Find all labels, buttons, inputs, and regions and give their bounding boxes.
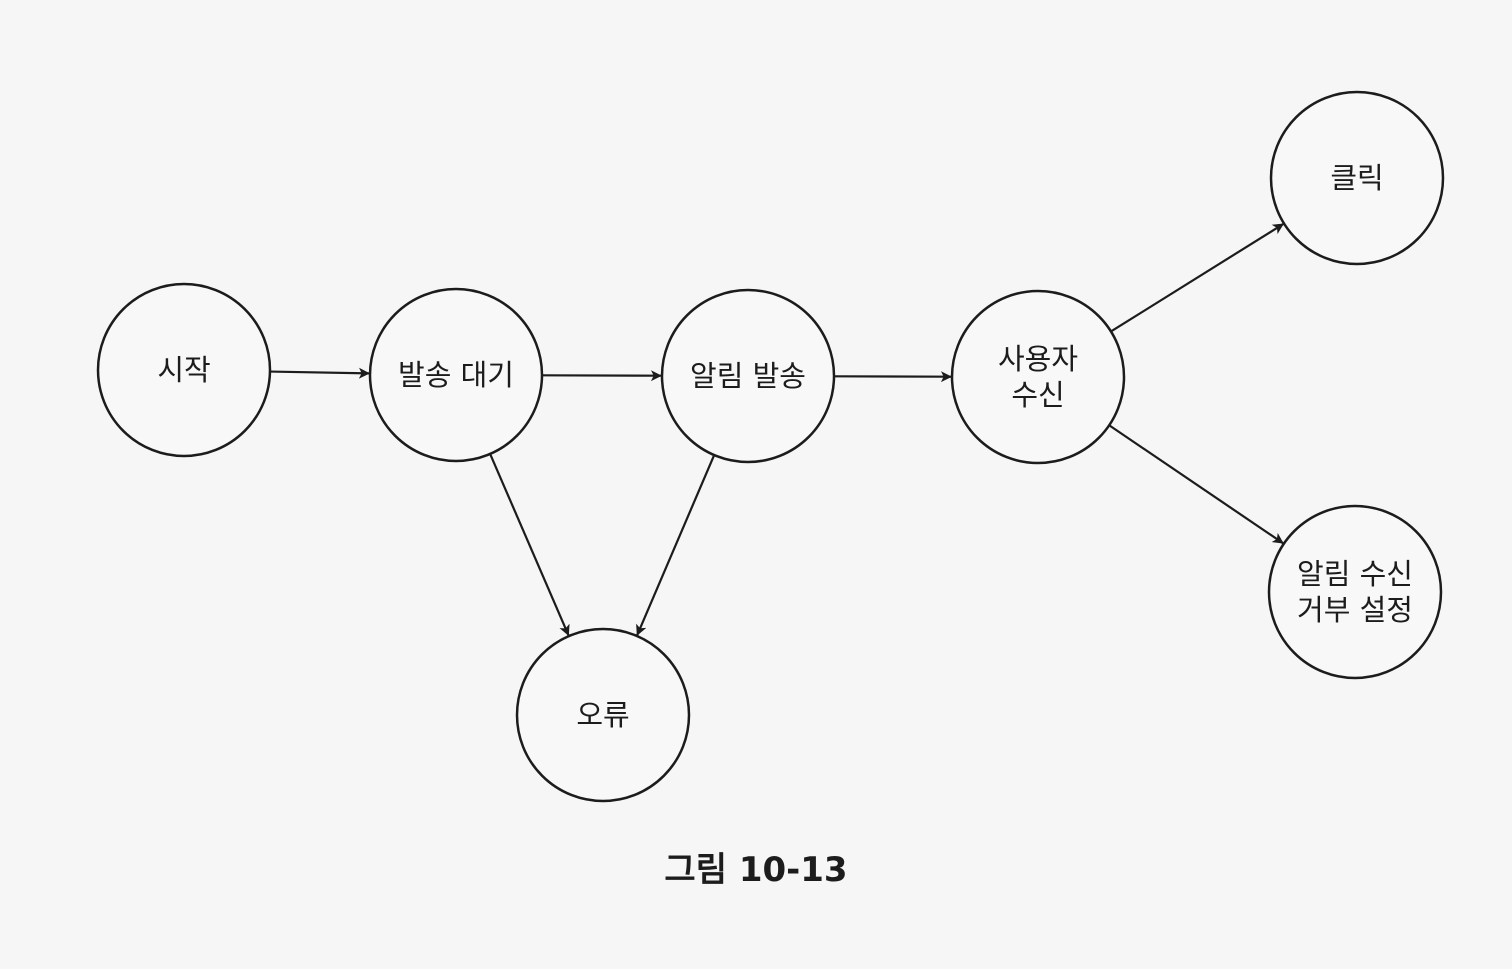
node-label-received: 수신 xyxy=(1011,378,1064,412)
edge-received-to-click xyxy=(1110,223,1284,333)
node-circle-sent xyxy=(660,288,836,464)
node-click: 클릭 xyxy=(1269,90,1445,266)
node-label-optout: 거부 설정 xyxy=(1297,593,1413,627)
node-label-start: 시작 xyxy=(157,353,210,387)
node-pending: 발송 대기 xyxy=(368,287,544,463)
edge-sent-to-error xyxy=(636,454,716,636)
edges xyxy=(269,223,1284,636)
node-label-error: 오류 xyxy=(576,698,629,732)
node-circle-pending xyxy=(368,287,544,463)
node-label-sent: 알림 발송 xyxy=(690,359,806,393)
edge-start-to-pending xyxy=(269,367,370,379)
node-start: 시작 xyxy=(96,282,272,458)
node-circle-error xyxy=(515,627,691,803)
node-circle-received xyxy=(950,289,1126,465)
node-circle-optout xyxy=(1267,504,1443,680)
edge-received-to-optout xyxy=(1108,424,1284,545)
node-label-click: 클릭 xyxy=(1330,161,1383,195)
node-label-pending: 발송 대기 xyxy=(398,358,514,392)
node-label-received: 사용자 xyxy=(998,342,1078,376)
node-error: 오류 xyxy=(515,627,691,803)
edge-pending-to-error xyxy=(489,453,570,636)
figure-caption: 그림 10-13 xyxy=(664,850,848,890)
node-sent: 알림 발송 xyxy=(660,288,836,464)
node-label-optout: 알림 수신 xyxy=(1297,557,1413,591)
node-circle-start xyxy=(96,282,272,458)
node-circle-click xyxy=(1269,90,1445,266)
